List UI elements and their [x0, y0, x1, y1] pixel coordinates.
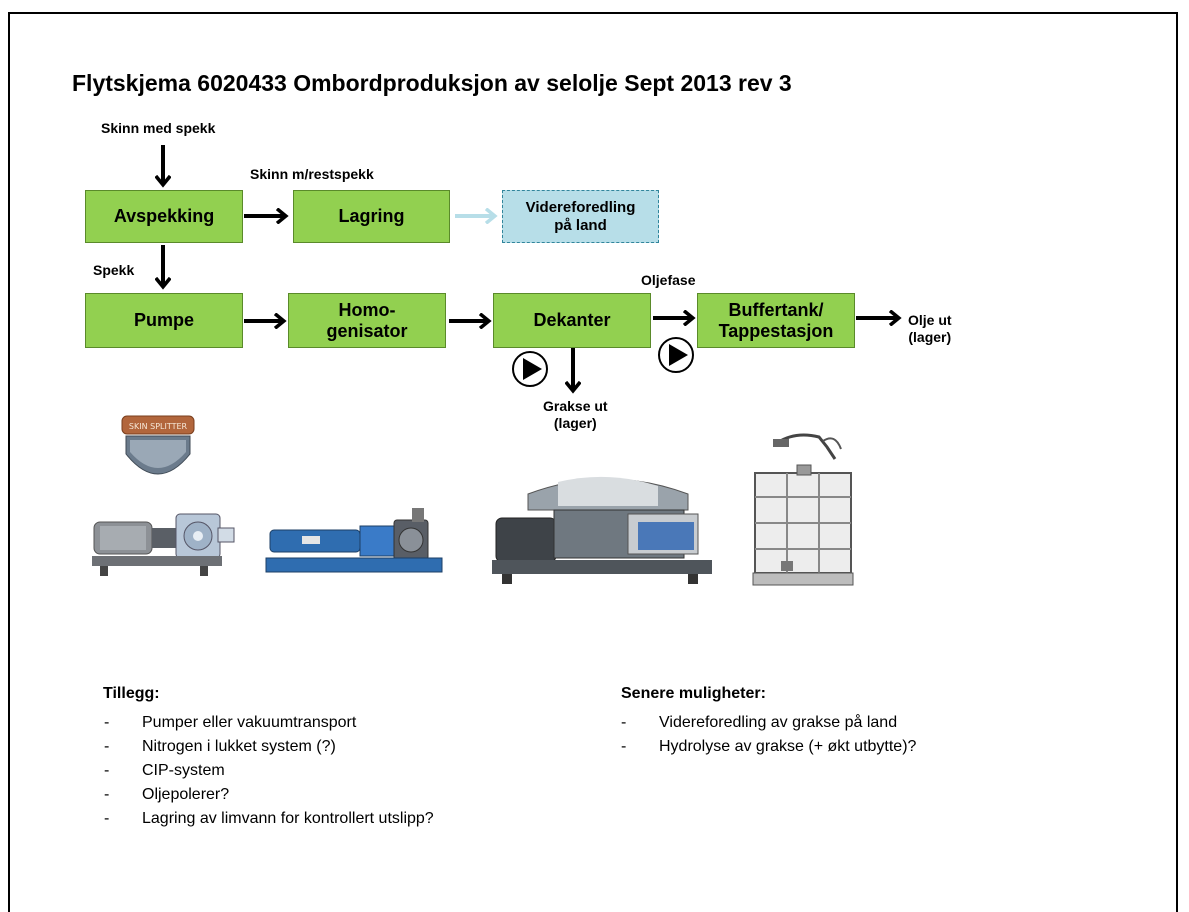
list-item: -Pumper eller vakuumtransport	[104, 714, 357, 731]
pump-icon	[512, 351, 548, 387]
homogenizer-image	[265, 508, 443, 573]
tillegg-list: -Pumper eller vakuumtransport -Nitrogen …	[104, 711, 434, 831]
box-pumpe: Pumpe	[85, 293, 243, 348]
spekk-label: Spekk	[93, 262, 135, 278]
decanter-centrifuge-image	[492, 476, 712, 584]
list-item: -Lagring av limvann for kontrollert utsl…	[104, 810, 434, 827]
restspekk-label: Skinn m/restspekk	[250, 166, 374, 182]
list-item: -Videreforedling av grakse på land	[621, 714, 898, 731]
pump-icon	[658, 337, 694, 373]
senere-list: -Videreforedling av grakse på land -Hydr…	[621, 711, 916, 759]
slide-frame	[8, 12, 1178, 912]
box-avspekking: Avspekking	[85, 190, 243, 243]
list-item: -Nitrogen i lukket system (?)	[104, 738, 336, 755]
box-buffertank: Buffertank/ Tappestasjon	[697, 293, 855, 348]
list-item: -Hydrolyse av grakse (+ økt utbytte)?	[621, 738, 917, 755]
input-label: Skinn med spekk	[101, 120, 216, 136]
skin-splitter-knife-image: SKIN SPLITTER	[121, 415, 195, 475]
box-lagring: Lagring	[293, 190, 450, 243]
list-item: -Oljepolerer?	[104, 786, 230, 803]
senere-heading: Senere muligheter:	[621, 685, 766, 702]
list-item: -CIP-system	[104, 762, 225, 779]
grakse-out-label: Grakse ut (lager)	[543, 398, 608, 431]
box-homogenisator: Homo- genisator	[288, 293, 446, 348]
oil-out-label: Olje ut (lager)	[908, 312, 952, 345]
box-videreforedling: Videreforedling på land	[502, 190, 659, 243]
tillegg-heading: Tillegg:	[103, 685, 160, 702]
diagram-title: Flytskjema 6020433 Ombordproduksjon av s…	[72, 70, 792, 96]
ibc-tank-image	[752, 433, 854, 586]
box-dekanter: Dekanter	[493, 293, 651, 348]
knife-stamp: SKIN SPLITTER	[129, 422, 188, 431]
oljefase-label: Oljefase	[641, 272, 696, 288]
lobe-pump-image	[92, 513, 235, 576]
